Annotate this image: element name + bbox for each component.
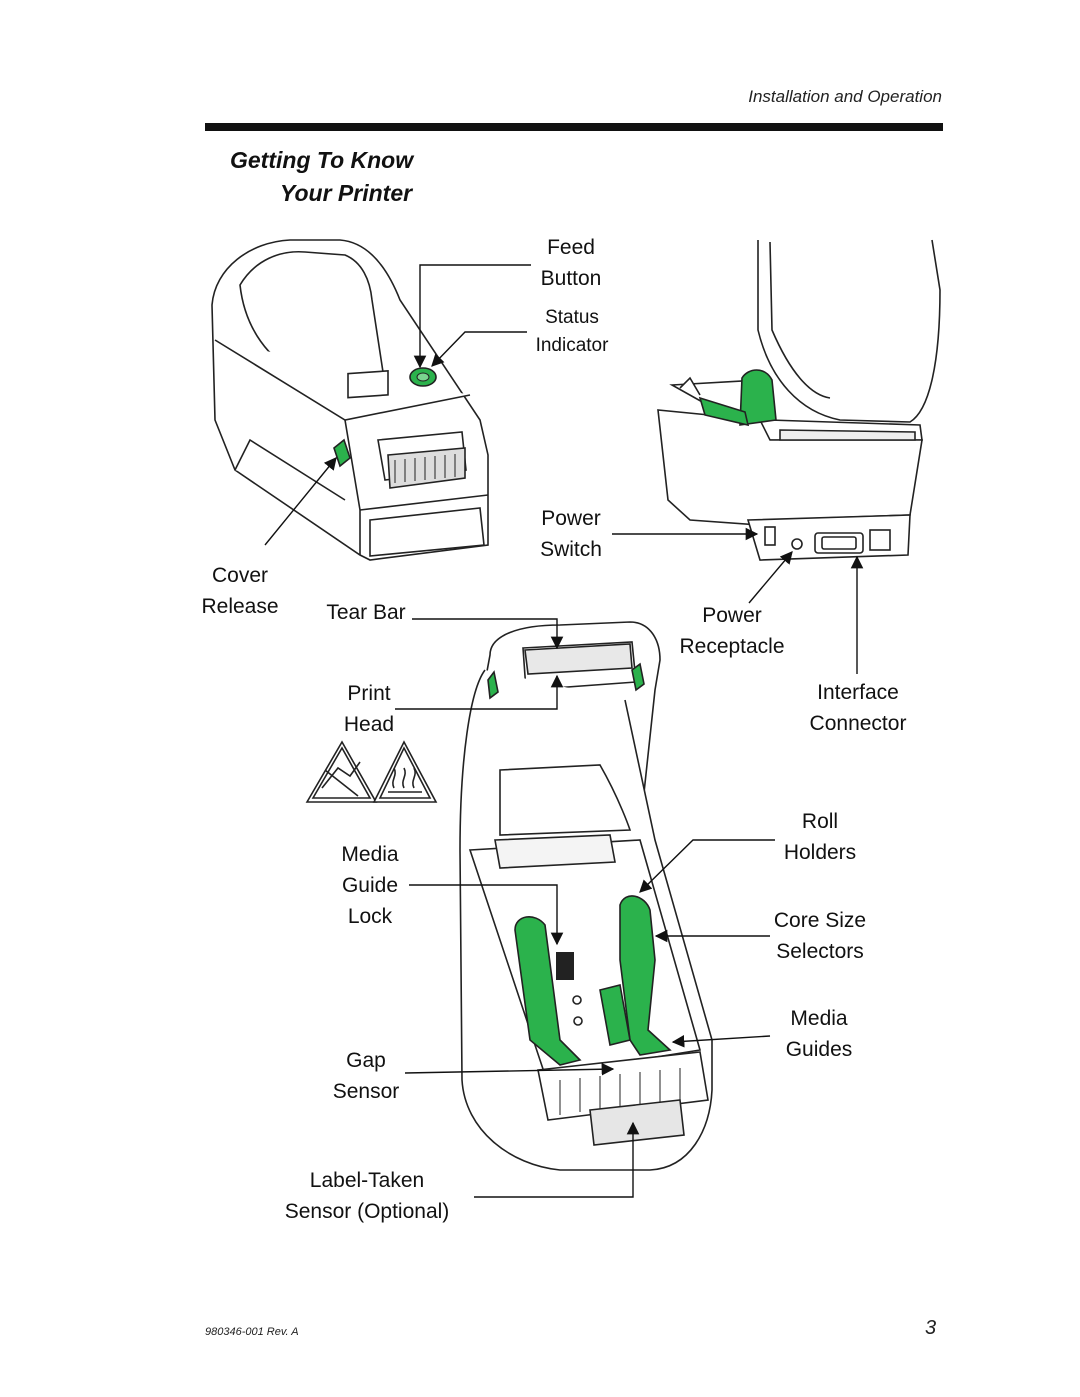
roll-holders-leader xyxy=(639,839,775,893)
printer-front-view xyxy=(211,239,489,561)
cover-release-latch xyxy=(333,438,351,468)
page-title-line-1: Getting To Know xyxy=(230,147,414,173)
footer-document-number: 980346-001 Rev. A xyxy=(205,1326,299,1338)
hot-surface-warning-icon xyxy=(372,740,438,803)
rear-roll-holder xyxy=(739,369,777,426)
gap-sensor-leader xyxy=(404,1062,615,1076)
feed-button-leader xyxy=(413,264,531,369)
tear-bar-label: Tear Bar xyxy=(326,601,406,624)
printer-open-view xyxy=(459,621,713,1171)
media-guide-lock-leader xyxy=(409,884,564,946)
page-title-line-2: Your Printer xyxy=(280,180,413,206)
status-indicator-leader xyxy=(431,331,527,367)
left-roll-holder xyxy=(514,916,582,1066)
cover-release-leader xyxy=(264,457,337,546)
tear-bar-leader xyxy=(412,618,564,650)
leader-lines xyxy=(264,264,864,1198)
printer-rear-view xyxy=(657,239,941,561)
section-header: Installation and Operation xyxy=(748,87,942,106)
print-head-leader xyxy=(395,674,564,710)
esd-warning-icon xyxy=(305,740,378,803)
media-guides-leader xyxy=(671,1035,771,1048)
label-taken-sensor-leader xyxy=(474,1121,640,1198)
power-receptacle-leader xyxy=(748,551,793,604)
header-rule xyxy=(205,123,943,131)
right-roll-holder xyxy=(619,895,672,1056)
footer-page-number: 3 xyxy=(925,1317,937,1339)
